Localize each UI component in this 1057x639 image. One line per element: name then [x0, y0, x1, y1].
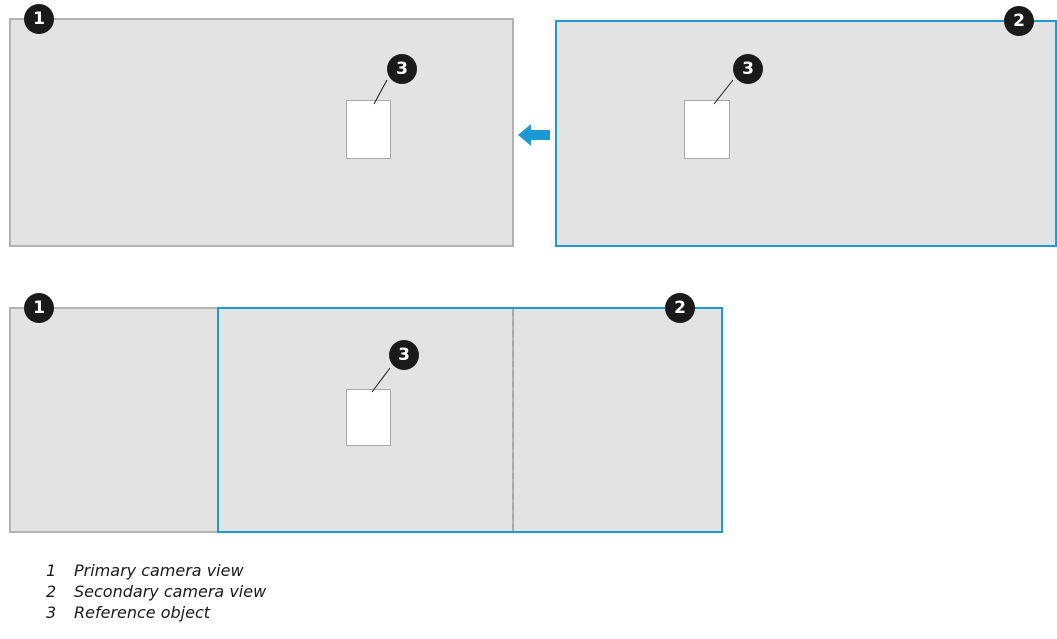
secondary-camera-view-bottom-fill: [514, 307, 722, 533]
secondary-camera-view-bottom: [217, 307, 723, 533]
legend-label: Primary camera view: [74, 561, 244, 580]
reference-object-primary-top: [346, 100, 391, 159]
primary-camera-view-top: [9, 18, 514, 247]
primary-camera-view-bottom: [9, 307, 514, 533]
callout-reference-primary-top: 3: [387, 54, 417, 84]
callout-reference-bottom: 3: [389, 340, 419, 370]
legend-label: Secondary camera view: [74, 582, 267, 601]
callout-primary-bottom: 1: [24, 293, 54, 323]
legend-number: 3: [46, 603, 57, 622]
legend-number: 2: [46, 582, 57, 601]
reference-object-secondary-top: [684, 100, 730, 159]
legend-number: 1: [46, 561, 57, 580]
callout-secondary-top: 2: [1004, 6, 1034, 36]
callout-secondary-bottom: 2: [665, 293, 695, 323]
legend-item: 1 Primary camera view: [46, 560, 266, 581]
legend: 1 Primary camera view 2 Secondary camera…: [46, 560, 266, 623]
callout-reference-secondary-top: 3: [733, 54, 763, 84]
legend-item: 3 Reference object: [46, 602, 266, 623]
callout-primary-top: 1: [24, 4, 54, 34]
secondary-camera-view-top: [555, 20, 1057, 247]
legend-item: 2 Secondary camera view: [46, 581, 266, 602]
reference-object-bottom: [346, 389, 391, 446]
stitch-seam-line: [512, 310, 514, 530]
legend-label: Reference object: [74, 603, 211, 622]
arrow-left-icon: [518, 124, 550, 146]
